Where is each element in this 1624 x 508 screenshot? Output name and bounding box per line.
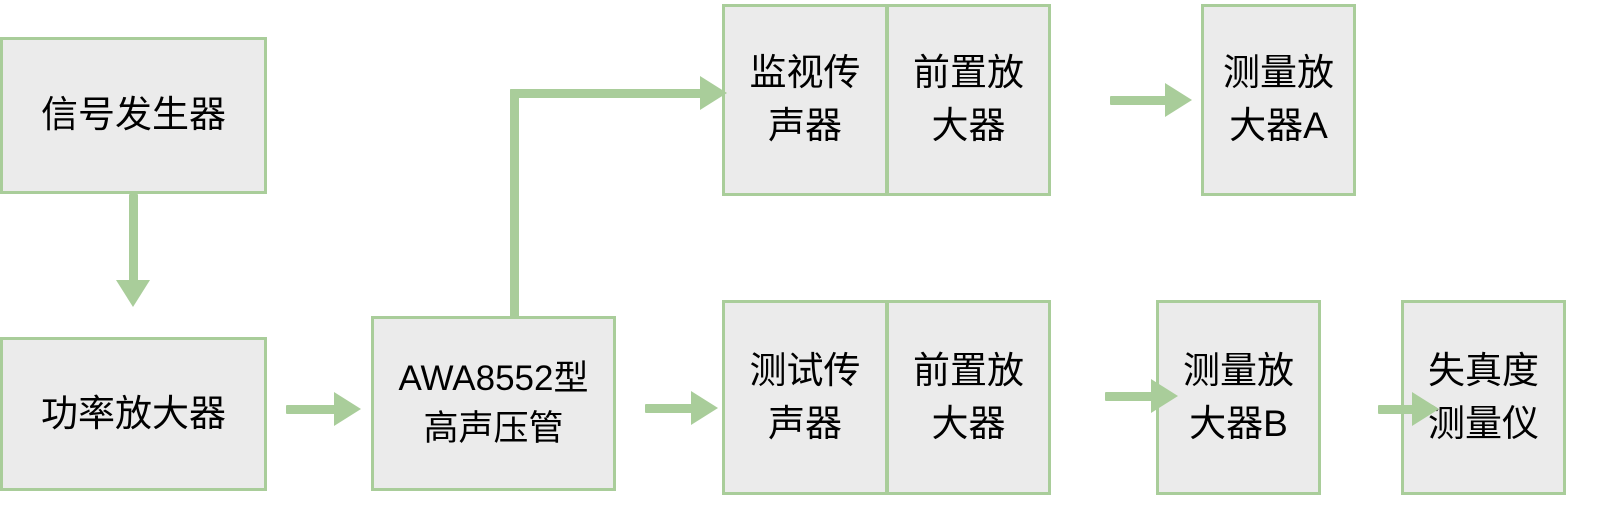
node-label-test-microphone: 测试传 声器 <box>749 349 861 444</box>
node-label-measuring-amplifier-a: 测量放 大器A <box>1223 52 1334 146</box>
arrowhead-right-icon <box>334 392 361 426</box>
node-label-monitor-preamplifier: 前置放 大器 <box>913 52 1024 146</box>
node-measuring-amplifier-a[interactable]: 测量放 大器A <box>1201 4 1356 196</box>
arrowhead-right-icon <box>1412 392 1439 426</box>
connector-line-horizontal <box>1105 392 1153 401</box>
arrowhead-right-icon <box>700 76 727 110</box>
node-power-amplifier[interactable]: 功率放大器 <box>0 337 267 491</box>
node-measuring-amplifier-b[interactable]: 测量放 大器B <box>1156 300 1321 495</box>
arrowhead-right-icon <box>1165 83 1192 117</box>
node-test-microphone[interactable]: 测试传 声器 <box>722 300 887 495</box>
node-test-preamplifier[interactable]: 前置放 大器 <box>887 300 1051 495</box>
node-label-awa8552-tube: AWA8552型 高声压管 <box>398 358 589 448</box>
connector-line-vertical <box>129 194 138 282</box>
node-label-power-amplifier: 功率放大器 <box>41 392 226 434</box>
node-awa8552-tube[interactable]: AWA8552型 高声压管 <box>371 316 616 491</box>
node-signal-generator[interactable]: 信号发生器 <box>0 37 267 194</box>
connector-line-horizontal <box>645 404 693 413</box>
arrowhead-right-icon <box>1151 379 1178 413</box>
connector-line-vertical <box>510 89 519 317</box>
connector-line-horizontal <box>1378 405 1416 414</box>
node-monitor-preamplifier[interactable]: 前置放 大器 <box>887 4 1051 196</box>
node-label-monitor-microphone: 监视传 声器 <box>749 52 861 146</box>
arrowhead-down-icon <box>116 280 150 307</box>
node-label-test-preamplifier: 前置放 大器 <box>913 349 1024 444</box>
connector-line-horizontal <box>510 89 703 98</box>
arrowhead-right-icon <box>691 391 718 425</box>
node-label-signal-generator: 信号发生器 <box>41 94 226 136</box>
node-label-measuring-amplifier-b: 测量放 大器B <box>1183 349 1294 444</box>
connector-line-horizontal <box>286 405 336 414</box>
node-label-distortion-meter: 失真度 测量仪 <box>1428 349 1539 444</box>
connector-line-horizontal <box>1110 96 1167 105</box>
node-monitor-microphone[interactable]: 监视传 声器 <box>722 4 887 196</box>
